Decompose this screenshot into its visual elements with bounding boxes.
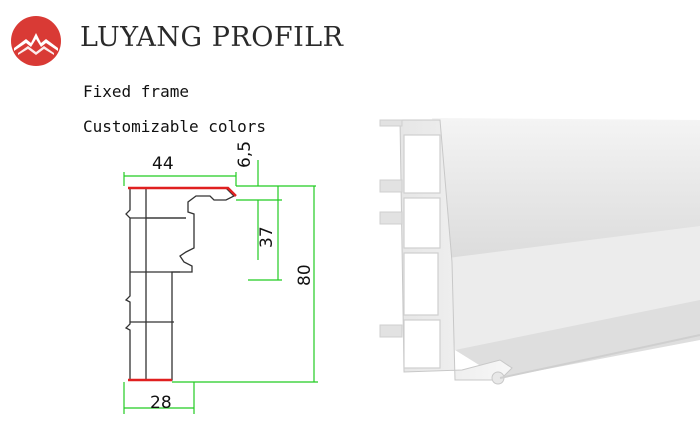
dimension-width-top: 44 (152, 154, 174, 174)
mountain-logo-icon (11, 16, 61, 66)
brand-title: LUYANG PROFILR (80, 22, 344, 53)
pvc-profile-render (379, 118, 700, 385)
product-type-text: Fixed frame (83, 82, 189, 101)
dimension-width-bottom: 28 (150, 393, 172, 413)
dimension-total-height: 80 (295, 264, 315, 286)
color-option-text: Customizable colors (83, 117, 267, 136)
dimension-offset: 6,5 (235, 141, 255, 168)
profile-cross-section-drawing: 44 6,5 37 80 28 (123, 141, 318, 414)
dimension-inner-height: 37 (257, 226, 277, 248)
